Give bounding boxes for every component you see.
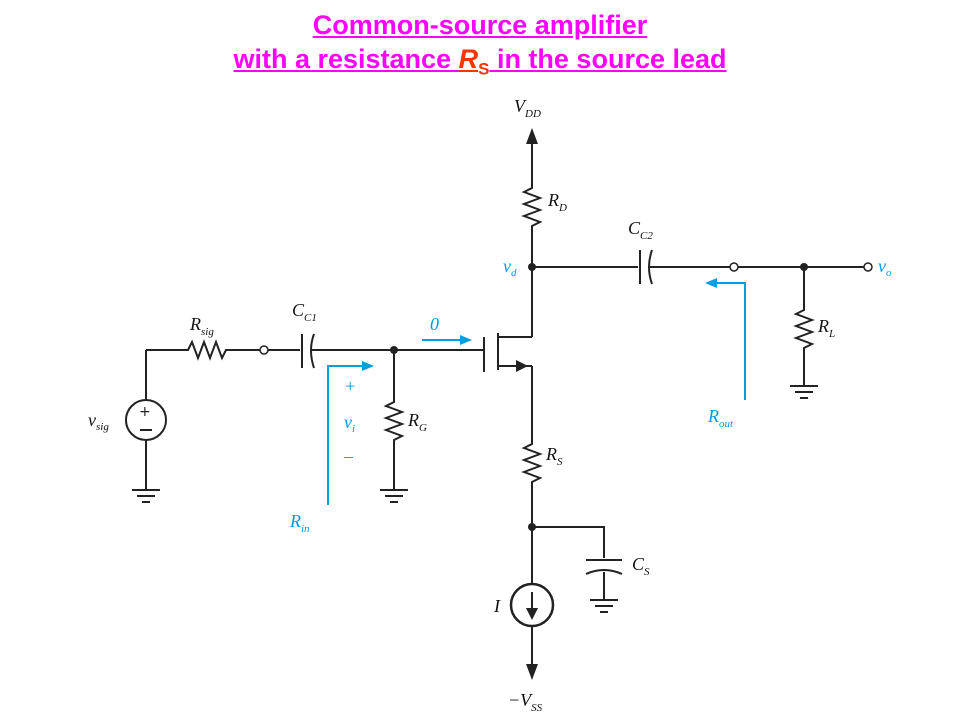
- vdd-supply: [526, 128, 538, 182]
- output-terminal-inner: [729, 262, 739, 272]
- diagram-title: Common-source amplifier with a resistanc…: [0, 8, 960, 86]
- rsig-label: Rsig: [189, 314, 214, 338]
- vd-label: vd: [503, 256, 517, 279]
- ground-rg: [380, 489, 408, 503]
- cc1-label: CC1: [292, 300, 317, 324]
- gate-current-arrow: [422, 335, 472, 345]
- resistor-rl: [793, 306, 815, 352]
- vss-label: −VSS: [508, 690, 543, 714]
- rin-arrow: [327, 361, 374, 505]
- cc2-label: CC2: [628, 218, 653, 242]
- ground-vsig: [132, 489, 160, 503]
- resistor-rg: [383, 398, 405, 444]
- vsig-label: vsig: [88, 410, 109, 433]
- svg-text:+: +: [139, 404, 151, 420]
- output-terminal: [863, 262, 873, 272]
- rd-label: RD: [547, 190, 567, 214]
- vi-plus: +: [344, 376, 356, 396]
- input-terminal: [259, 345, 269, 355]
- rg-label: RG: [407, 410, 427, 434]
- title-line-1: Common-source amplifier: [312, 10, 648, 40]
- vi-label: vi: [344, 412, 355, 435]
- capacitor-cs: [585, 559, 623, 575]
- resistor-rs: [521, 440, 543, 486]
- signal-source: +: [125, 399, 167, 441]
- current-source-label: I: [493, 596, 501, 616]
- title-symbol-rs: RS: [458, 44, 490, 79]
- resistor-rsig: [184, 339, 230, 361]
- vi-minus: –: [343, 446, 354, 466]
- ground-cs: [590, 599, 618, 613]
- rout-arrow: [705, 278, 746, 400]
- vss-supply: [526, 664, 538, 680]
- vo-label: vo: [878, 256, 892, 279]
- cs-label: CS: [632, 554, 650, 578]
- mosfet: [483, 267, 533, 440]
- ground-rl: [790, 385, 818, 399]
- rl-label: RL: [817, 316, 835, 340]
- rs-label: RS: [545, 444, 563, 468]
- rout-label: Rout: [707, 406, 734, 430]
- gate-current-label: 0: [430, 314, 439, 334]
- rin-label: Rin: [289, 511, 310, 535]
- title-line-2-start: with a resistance: [233, 44, 459, 74]
- resistor-rd: [521, 182, 543, 230]
- current-source: [509, 582, 555, 628]
- vdd-label: VDD: [514, 96, 541, 120]
- title-line-2-end: in the source lead: [489, 44, 727, 74]
